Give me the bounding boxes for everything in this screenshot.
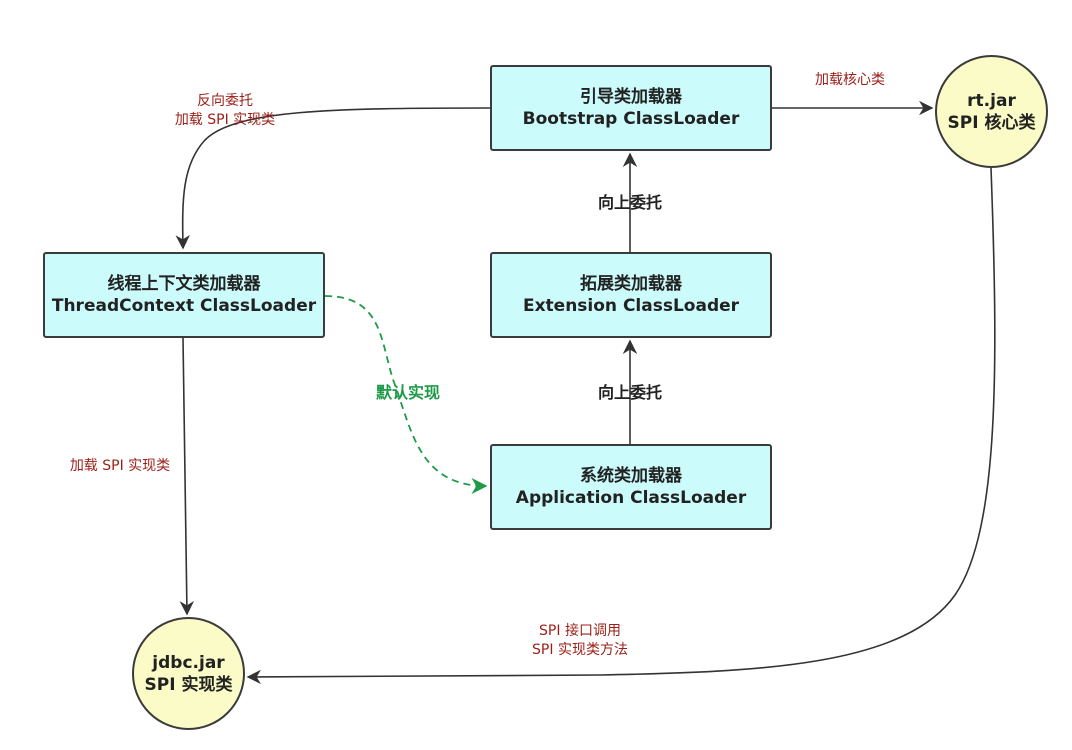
extension-label-cn: 拓展类加载器 <box>580 274 682 294</box>
spi-call-label: SPI 接口调用 SPI 实现类方法 <box>510 622 650 660</box>
spi-call-line2: SPI 实现类方法 <box>532 642 628 658</box>
bootstrap-classloader-box: 引导类加载器 Bootstrap ClassLoader <box>490 65 772 151</box>
jdbc-jar-sublabel: SPI 实现类 <box>144 674 233 695</box>
delegate-up-label-1: 向上委托 <box>597 193 662 212</box>
application-classloader-box: 系统类加载器 Application ClassLoader <box>490 444 772 530</box>
jdbc-jar-label: jdbc.jar <box>152 652 225 673</box>
reverse-delegate-line2: 加载 SPI 实现类 <box>174 112 276 128</box>
delegate-up-label-2: 向上委托 <box>597 383 662 402</box>
edge-load-spi-impl <box>179 337 195 616</box>
application-label-en: Application ClassLoader <box>515 488 747 508</box>
rt-jar-circle: rt.jar SPI 核心类 <box>935 55 1048 168</box>
rt-jar-label: rt.jar <box>967 90 1016 111</box>
edge-spi-call <box>246 167 996 685</box>
load-core-label: 加载核心类 <box>815 72 885 88</box>
reverse-delegate-line1: 反向委托 <box>197 93 253 109</box>
reverse-delegate-label: 反向委托 加载 SPI 实现类 <box>150 92 300 130</box>
extension-label-en: Extension ClassLoader <box>522 296 740 316</box>
extension-classloader-box: 拓展类加载器 Extension ClassLoader <box>490 252 772 338</box>
default-impl-label: 默认实现 <box>375 383 440 402</box>
thread-context-label-en: ThreadContext ClassLoader <box>51 296 317 316</box>
thread-context-label-cn: 线程上下文类加载器 <box>107 274 261 294</box>
edge-reverse-delegate <box>175 107 491 250</box>
application-label-cn: 系统类加载器 <box>580 466 682 486</box>
edge-default-impl <box>324 295 488 495</box>
bootstrap-label-cn: 引导类加载器 <box>580 87 682 107</box>
bootstrap-label-en: Bootstrap ClassLoader <box>522 109 740 129</box>
load-spi-impl-label: 加载 SPI 实现类 <box>69 458 171 474</box>
jdbc-jar-circle: jdbc.jar SPI 实现类 <box>132 617 245 730</box>
thread-context-classloader-box: 线程上下文类加载器 ThreadContext ClassLoader <box>43 252 325 338</box>
spi-call-line1: SPI 接口调用 <box>539 623 621 639</box>
rt-jar-sublabel: SPI 核心类 <box>947 112 1036 133</box>
